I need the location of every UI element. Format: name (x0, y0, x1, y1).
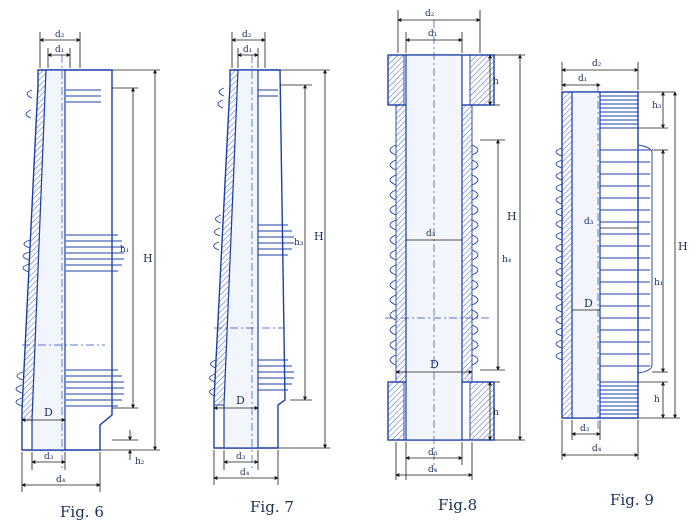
fig9-label-h-bottom: h (654, 395, 660, 405)
fig9-wall-hatch (561, 91, 573, 419)
fig7-sheds-left (209, 87, 225, 397)
fig8-label-d1: d₁ (428, 29, 437, 39)
fig6-label-d3: d₃ (44, 452, 54, 462)
fig6-sheds-left (15, 89, 33, 407)
fig6-label-h1: h₁ (120, 245, 129, 255)
fig7-label-D: D (236, 394, 245, 407)
fig7-label-d1: d₁ (243, 45, 252, 55)
fig6-label-h2: h₂ (135, 457, 145, 467)
fig9-sheds-left (555, 147, 563, 361)
figure-9: d₂ d₁ h₃ d₃ H h₁ D h d₃ d₄ Fig. 9 (555, 59, 688, 509)
fig6-dimensions (21, 32, 160, 492)
fig7-label-d4: d₄ (240, 468, 250, 478)
fig7-label-d3: d₃ (236, 452, 246, 462)
fig8-sheds-right (471, 144, 479, 366)
fig8-label-d3: d₃ (426, 229, 436, 239)
fig6-bore (31, 69, 66, 451)
fig9-label-d3-bottom: d₃ (580, 424, 590, 434)
fig8-label-H: H (507, 210, 517, 223)
fig6-label-d1: d₁ (55, 45, 64, 55)
fig7-sheds-inner (258, 89, 294, 391)
fig8-top-flange-hatch-left (387, 54, 405, 106)
fig8-sheds-left (389, 144, 397, 366)
fig9-label-D: D (584, 297, 593, 310)
fig8-label-d2: d₂ (425, 9, 435, 19)
fig8-body-wall-right (461, 104, 473, 383)
fig7-label-H: H (314, 230, 324, 243)
fig6-label-d4: d₄ (56, 475, 66, 485)
fig6-sheds-inner (66, 89, 124, 407)
figure-6: d₂ d₁ h₁ H D d₃ d₄ h₂ Fig. 6 (15, 30, 160, 521)
fig6-label-H: H (143, 252, 153, 265)
fig6-label-d2: d₂ (55, 30, 65, 40)
fig8-label-h-bottom: h (493, 408, 499, 418)
fig8-label-h4: h₄ (502, 255, 512, 265)
fig8-label-d3-bottom: d₃ (428, 448, 438, 458)
fig7-dimensions (213, 32, 330, 485)
fig8-label-D: D (430, 358, 439, 371)
fig9-label-d3: d₃ (584, 217, 594, 227)
fig7-label-d2: d₂ (242, 30, 252, 40)
fig9-threads (600, 95, 638, 415)
fig8-label-h-top: h (493, 77, 499, 87)
fig7-bore (223, 69, 259, 449)
fig8-dimensions (395, 10, 525, 480)
fig8-bottom-flange-hatch-left (387, 381, 405, 441)
fig8-caption: Fig.8 (438, 496, 477, 514)
fig9-inner-sheds (600, 144, 653, 374)
fig9-label-h1: h₁ (654, 278, 663, 288)
fig9-bore (571, 91, 601, 419)
fig9-label-H: H (678, 240, 688, 253)
fig9-label-d2: d₂ (592, 59, 602, 69)
fig8-label-d4: d₄ (428, 465, 438, 475)
fig8-body-wall-left (395, 104, 407, 383)
fig9-label-d4: d₄ (592, 444, 602, 454)
fig9-label-h3: h₃ (652, 101, 662, 111)
fig7-label-h3: h₃ (294, 238, 304, 248)
fig9-dimensions (561, 62, 680, 460)
fig7-caption: Fig. 7 (250, 498, 294, 516)
figure-8: d₂ d₁ h H d₃ h₄ D h d₃ d₄ Fig.8 (385, 9, 525, 514)
fig6-label-D: D (44, 406, 53, 419)
fig9-label-d1: d₁ (578, 74, 587, 84)
fig9-caption: Fig. 9 (610, 491, 654, 509)
fig6-caption: Fig. 6 (60, 503, 104, 521)
figure-7: d₂ d₁ h₃ H D d₃ d₄ Fig. 7 (209, 30, 330, 516)
